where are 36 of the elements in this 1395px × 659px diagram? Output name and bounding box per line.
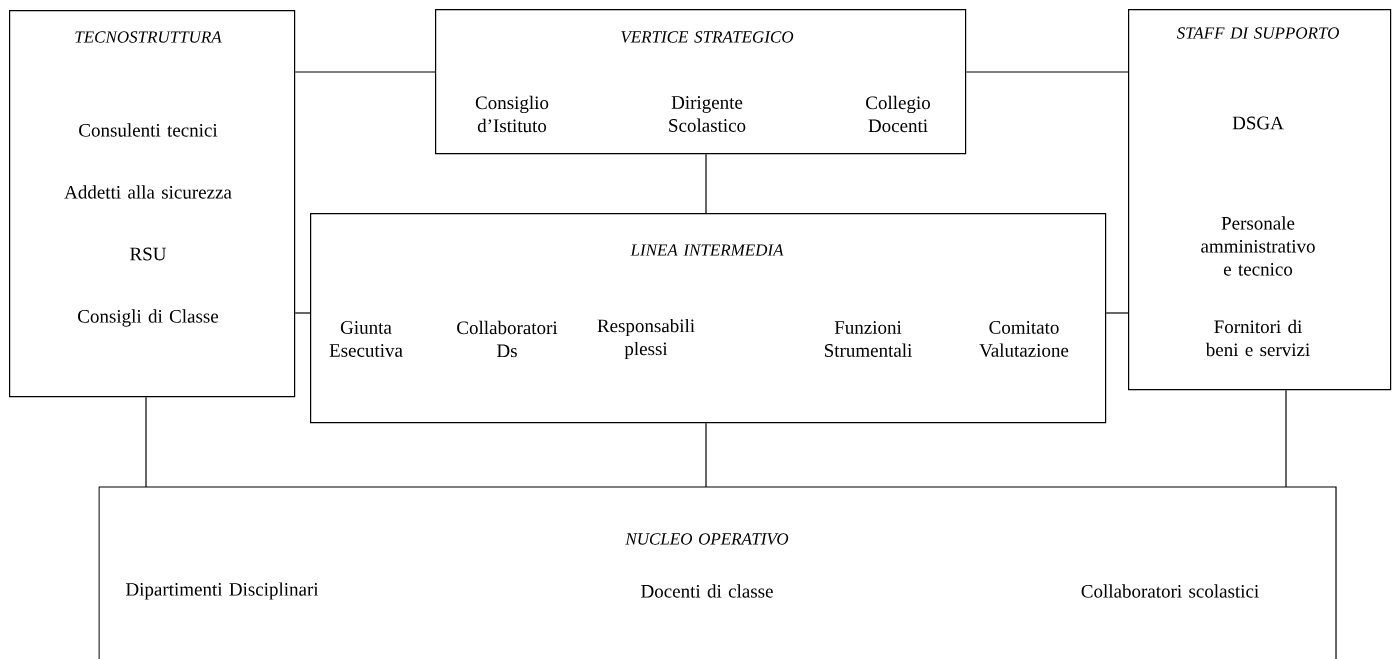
role-label: Giunta Esecutiva: [329, 321, 403, 357]
connector-line: [145, 396, 147, 488]
org-box: [1128, 9, 1392, 391]
org-box: [98, 486, 1337, 659]
role-label: Fornitori di beni e servizi: [1205, 319, 1310, 357]
role-label: Comitato Valutazione: [979, 321, 1069, 357]
role-label: Personale amministrativo e tecnico: [1201, 216, 1315, 276]
role-label: Docenti di classe: [641, 584, 773, 598]
role-label: Collaboratori Ds: [457, 320, 558, 358]
connector-line: [705, 422, 707, 488]
org-box: [9, 10, 296, 398]
role-label: DSGA: [1232, 116, 1284, 130]
org-box: [435, 9, 967, 155]
role-label: Addetti alla sicurezza: [64, 185, 232, 199]
org-box: [310, 213, 1107, 424]
connector-line: [1285, 389, 1287, 488]
role-label: Consulenti tecnici: [79, 123, 218, 137]
connector-line: [294, 312, 311, 314]
box-heading: STAFF DI SUPPORTO: [1176, 27, 1339, 39]
connector-line: [1105, 312, 1129, 314]
box-heading: NUCLEO OPERATIVO: [625, 533, 789, 545]
role-label: Consiglio d’Istituto: [475, 95, 549, 133]
role-label: Funzioni Strumentali: [824, 321, 912, 357]
box-heading: TECNOSTRUTTURA: [75, 31, 222, 43]
role-label: Dipartimenti Disciplinari: [126, 582, 319, 600]
box-heading: VERTICE STRATEGICO: [621, 31, 794, 43]
role-label: Responsabili plessi: [597, 318, 695, 360]
role-label: Consigli di Classe: [78, 309, 219, 327]
connector-line: [705, 153, 707, 214]
role-label: RSU: [130, 247, 167, 261]
connector-line: [965, 71, 1129, 73]
connector-line: [294, 71, 436, 73]
role-label: Collaboratori scolastici: [1081, 584, 1259, 598]
role-label: Collegio Docenti: [866, 95, 930, 133]
role-label: Dirigente Scolastico: [669, 96, 746, 132]
box-heading: LINEA INTERMEDIA: [630, 244, 784, 256]
